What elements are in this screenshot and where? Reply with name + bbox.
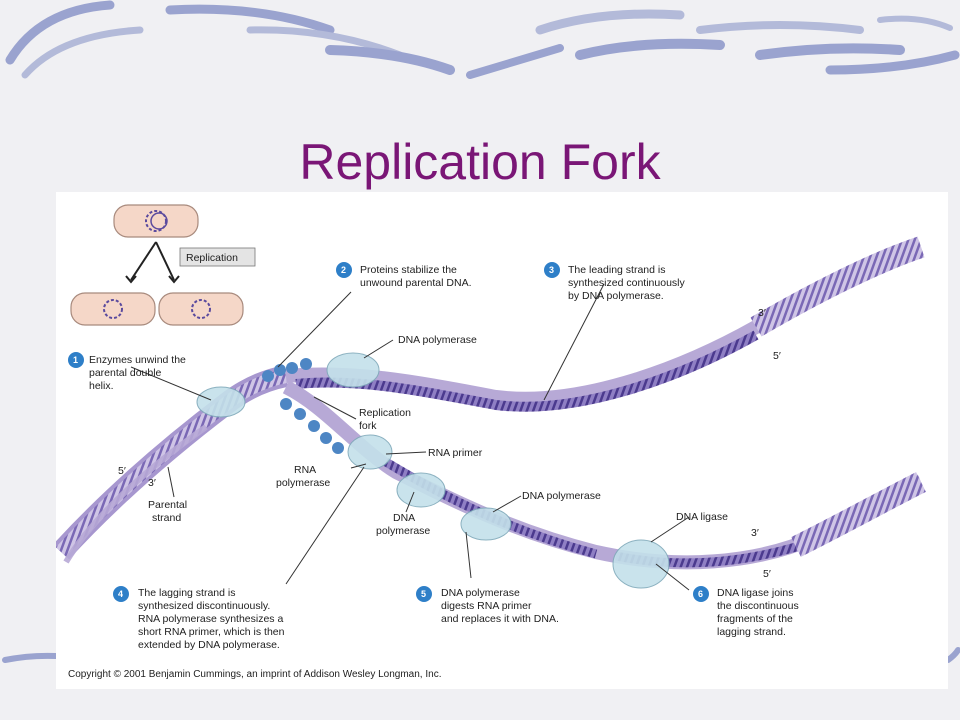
copyright-notice: Copyright © 2001 Benjamin Cummings, an i… bbox=[68, 669, 441, 680]
svg-text:The leading strand is: The leading strand is bbox=[568, 264, 665, 276]
label-end-5-top: 5′ bbox=[773, 350, 781, 362]
inset-cell-diagram: Replication bbox=[70, 204, 256, 326]
label-end-3-left: 3′ bbox=[148, 477, 156, 489]
dna-polymerase-lagging bbox=[396, 472, 446, 508]
svg-text:5: 5 bbox=[421, 589, 426, 599]
svg-text:3: 3 bbox=[549, 265, 554, 275]
svg-text:lagging strand.: lagging strand. bbox=[717, 626, 786, 638]
label-parental-strand: Parental bbox=[148, 499, 187, 511]
label-dna-polymerase-top: DNA polymerase bbox=[398, 334, 477, 346]
svg-text:the discontinuous: the discontinuous bbox=[717, 600, 799, 612]
svg-text:extended by DNA polymerase.: extended by DNA polymerase. bbox=[138, 639, 280, 651]
svg-text:helix.: helix. bbox=[89, 380, 114, 392]
label-end-5-left: 5′ bbox=[118, 465, 126, 477]
callout-4: 4 The lagging strand is synthesized disc… bbox=[113, 586, 285, 651]
dna-ligase bbox=[612, 539, 670, 589]
slide-title: Replication Fork bbox=[299, 134, 661, 190]
label-rna-polymerase: RNA bbox=[294, 464, 316, 476]
svg-text:Proteins stabilize the: Proteins stabilize the bbox=[360, 264, 457, 276]
label-dna-ligase: DNA ligase bbox=[676, 511, 728, 523]
svg-text:The lagging strand is: The lagging strand is bbox=[138, 587, 235, 599]
callout-5: 5 DNA polymerase digests RNA primer and … bbox=[416, 586, 559, 625]
svg-text:4: 4 bbox=[118, 589, 123, 599]
rna-polymerase bbox=[347, 434, 393, 470]
label-end-3-top: 3′ bbox=[758, 307, 766, 319]
replication-inset-label: Replication bbox=[186, 252, 238, 264]
label-dna-polymerase-mid-2: polymerase bbox=[376, 525, 430, 537]
enzymes bbox=[196, 352, 670, 589]
svg-text:2: 2 bbox=[341, 265, 346, 275]
daughter-cell-right bbox=[158, 292, 244, 326]
swoosh-border-bottom bbox=[2, 647, 960, 663]
label-dna-polymerase-low: DNA polymerase bbox=[522, 490, 601, 502]
daughter-cell-left bbox=[70, 292, 156, 326]
label-replication-fork: Replication bbox=[359, 407, 411, 419]
label-dna-polymerase-mid: DNA bbox=[393, 512, 415, 524]
svg-text:synthesized discontinuously.: synthesized discontinuously. bbox=[138, 600, 270, 612]
svg-text:fragments of the: fragments of the bbox=[717, 613, 793, 625]
callout-1: 1 Enzymes unwind the parental double hel… bbox=[68, 352, 186, 392]
helicase bbox=[196, 386, 246, 418]
label-end-3-bottom: 3′ bbox=[751, 527, 759, 539]
svg-text:DNA ligase joins: DNA ligase joins bbox=[717, 587, 793, 599]
svg-text:1: 1 bbox=[73, 355, 78, 365]
svg-text:and replaces it with DNA.: and replaces it with DNA. bbox=[441, 613, 559, 625]
label-end-5-bottom: 5′ bbox=[763, 568, 771, 580]
svg-text:6: 6 bbox=[698, 589, 703, 599]
callout-6: 6 DNA ligase joins the discontinuous fra… bbox=[693, 586, 799, 638]
replication-fork-figure: Replication bbox=[56, 192, 948, 689]
label-rna-primer: RNA primer bbox=[428, 447, 483, 459]
svg-text:DNA polymerase: DNA polymerase bbox=[441, 587, 520, 599]
svg-text:RNA polymerase synthesizes a: RNA polymerase synthesizes a bbox=[138, 613, 283, 625]
ssb-proteins bbox=[262, 358, 344, 454]
svg-text:unwound parental DNA.: unwound parental DNA. bbox=[360, 277, 472, 289]
svg-text:short RNA primer, which is the: short RNA primer, which is then bbox=[138, 626, 285, 638]
dna-polymerase-leading bbox=[326, 352, 380, 388]
svg-text:by DNA polymerase.: by DNA polymerase. bbox=[568, 290, 664, 302]
label-rna-polymerase-2: polymerase bbox=[276, 477, 330, 489]
parental-double-helix bbox=[56, 365, 289, 564]
label-parental-strand-2: strand bbox=[152, 512, 181, 524]
svg-text:parental double: parental double bbox=[89, 367, 162, 379]
callout-2: 2 Proteins stabilize the unwound parenta… bbox=[336, 262, 472, 289]
pointer-lines bbox=[130, 283, 690, 591]
svg-text:Enzymes unwind the: Enzymes unwind the bbox=[89, 354, 186, 366]
svg-text:digests RNA primer: digests RNA primer bbox=[441, 600, 532, 612]
parent-cell bbox=[113, 204, 199, 238]
replication-inset-label-box bbox=[179, 247, 256, 267]
svg-text:synthesized continuously: synthesized continuously bbox=[568, 277, 685, 289]
swoosh-border-top bbox=[5, 0, 960, 79]
label-replication-fork-2: fork bbox=[359, 420, 377, 432]
callout-3: 3 The leading strand is synthesized cont… bbox=[544, 262, 685, 302]
dna-polymerase-low bbox=[460, 507, 512, 541]
